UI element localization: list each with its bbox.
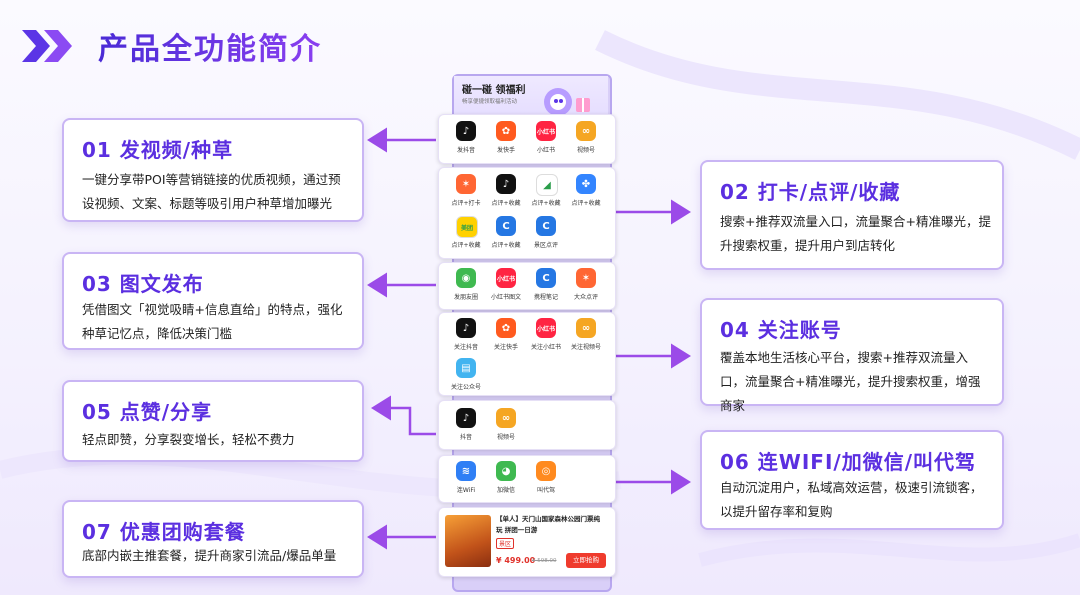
- phone-icon-label: 关注抖音: [453, 344, 478, 351]
- phone-icon-label: 大众点评: [573, 294, 598, 301]
- shipinhao-icon[interactable]: ∞: [576, 318, 596, 338]
- phone-icon-label: 小红书: [536, 147, 555, 154]
- ctrip-icon[interactable]: C: [536, 268, 556, 288]
- phone-icon-label: 景区点评: [533, 242, 558, 249]
- phone-icon-label: 携程笔记: [533, 294, 558, 301]
- feature-card-deal: 07 优惠团购套餐 底部内嵌主推套餐，提升商家引流品/爆品单量: [62, 500, 364, 578]
- card-desc: 一键分享带POI等营销链接的优质视频，通过预设视频、文案、标题等吸引用户种草增加…: [82, 172, 341, 211]
- phone-header-subtitle: 畅享便捷领取福利活动: [462, 99, 518, 105]
- feature-card-video: 01 发视频/种草 一键分享带POI等营销链接的优质视频，通过预设视频、文案、标…: [62, 118, 364, 222]
- phone-header-title: 碰一碰 领福利: [462, 85, 526, 96]
- card-title: 06 连WIFI/加微信/叫代驾: [720, 450, 977, 474]
- page-title: 产品全功能简介: [98, 24, 322, 68]
- chevron-logo-icon: [22, 30, 72, 62]
- phone-icon-label: 点评+打卡: [451, 200, 481, 207]
- card-desc: 搜索+推荐双流量入口，流量聚合+精准曝光，提升搜索权重，提升用户到店转化: [720, 214, 991, 253]
- card-desc: 凭借图文「视觉吸睛+信息直给」的特点，强化种草记忆点，降低决策门槛: [82, 302, 343, 341]
- kuaishou-icon[interactable]: ✿: [496, 318, 516, 338]
- phone-icon-label: 点评+收藏: [451, 242, 481, 249]
- official-account-icon[interactable]: ▤: [456, 358, 476, 378]
- phone-icon-label: 视频号: [576, 147, 595, 154]
- phone-icon-label: 点评+收藏: [531, 200, 561, 207]
- feature-card-post: 03 图文发布 凭借图文「视觉吸睛+信息直给」的特点，强化种草记忆点，降低决策门…: [62, 252, 364, 350]
- feature-card-checkin: 02 打卡/点评/收藏 搜索+推荐双流量入口，流量聚合+精准曝光，提升搜索权重，…: [700, 160, 1004, 270]
- wifi-icon[interactable]: ≋: [456, 461, 476, 481]
- card-desc: 轻点即赞，分享裂变增长，轻松不费力: [82, 432, 295, 447]
- feature-card-follow: 04 关注账号 覆盖本地生活核心平台，搜索+推荐双流量入口，流量聚合+精准曝光，…: [700, 298, 1004, 413]
- baidu-map-icon[interactable]: ✤: [576, 174, 596, 194]
- dianping-icon[interactable]: ✶: [576, 268, 596, 288]
- phone-icon-label: 发快手: [496, 147, 515, 154]
- dianping-icon[interactable]: ✶: [456, 174, 476, 194]
- card-title: 07 优惠团购套餐: [82, 520, 246, 544]
- xiaohongshu-icon[interactable]: 小红书: [536, 318, 556, 338]
- phone-icon-label: 加微信: [496, 487, 515, 494]
- xiaohongshu-icon[interactable]: 小红书: [496, 268, 516, 288]
- gaode-icon[interactable]: ◢: [536, 174, 558, 196]
- gift-mascot-icon: [544, 88, 590, 116]
- phone-icon-label: 视频号: [496, 434, 515, 441]
- phone-icon-label: 发抖音: [456, 147, 475, 154]
- shipinhao-icon[interactable]: ∞: [576, 121, 596, 141]
- deal-thumbnail: [445, 515, 491, 567]
- phone-icon-label: 关注快手: [493, 344, 518, 351]
- phone-icon-label: 关注公众号: [450, 384, 481, 391]
- deal-price: ¥ 499.00: [496, 556, 536, 565]
- phone-icon-label: 点评+收藏: [491, 242, 521, 249]
- douyin-icon[interactable]: ♪: [456, 318, 476, 338]
- kuaishou-icon[interactable]: ✿: [496, 121, 516, 141]
- phone-icon-label: 连WiFi: [456, 487, 476, 494]
- douyin-icon[interactable]: ♪: [456, 408, 476, 428]
- shipinhao-icon[interactable]: ∞: [496, 408, 516, 428]
- meituan-icon[interactable]: 美团: [456, 216, 478, 238]
- card-title: 03 图文发布: [82, 272, 204, 296]
- phone-icon-label: 小红书图文: [490, 294, 521, 301]
- ctrip-icon[interactable]: C: [536, 216, 556, 236]
- phone-icon-label: 点评+收藏: [491, 200, 521, 207]
- wechat-icon[interactable]: ◕: [496, 461, 516, 481]
- ctrip-icon[interactable]: C: [496, 216, 516, 236]
- card-title: 01 发视频/种草: [82, 138, 234, 162]
- feature-card-util: 06 连WIFI/加微信/叫代驾 自动沉淀用户，私域高效运营，极速引流锁客，以提…: [700, 430, 1004, 530]
- phone-icon-label: 发朋友圈: [453, 294, 478, 301]
- xiaohongshu-icon[interactable]: 小红书: [536, 121, 556, 141]
- card-title: 02 打卡/点评/收藏: [720, 180, 901, 204]
- deal-tag: 景区: [496, 538, 515, 549]
- feature-card-like: 05 点赞/分享 轻点即赞，分享裂变增长，轻松不费力: [62, 380, 364, 462]
- moments-icon[interactable]: ◉: [456, 268, 476, 288]
- phone-icon-label: 关注视频号: [570, 344, 601, 351]
- card-desc: 底部内嵌主推套餐，提升商家引流品/爆品单量: [82, 548, 337, 563]
- card-desc: 自动沉淀用户，私域高效运营，极速引流锁客，以提升留存率和复购: [720, 480, 983, 519]
- deal-title: 【单人】天门山国家森林公园门票纯玩 拼团一日游: [496, 515, 600, 534]
- deal-old-price: ¥ 598.00: [532, 558, 557, 564]
- card-title: 05 点赞/分享: [82, 400, 213, 424]
- douyin-icon[interactable]: ♪: [496, 174, 516, 194]
- phone-icon-label: 叫代驾: [536, 487, 555, 494]
- buy-now-button[interactable]: 立即抢购: [566, 553, 606, 568]
- phone-icon-label: 点评+收藏: [571, 200, 601, 207]
- phone-icon-label: 关注小红书: [530, 344, 561, 351]
- card-title: 04 关注账号: [720, 318, 842, 342]
- card-desc: 覆盖本地生活核心平台，搜索+推荐双流量入口，流量聚合+精准曝光，提升搜索权重，增…: [720, 350, 981, 413]
- phone-icon-label: 抖音: [459, 434, 472, 441]
- douyin-icon[interactable]: ♪: [456, 121, 476, 141]
- steering-wheel-icon[interactable]: ◎: [536, 461, 556, 481]
